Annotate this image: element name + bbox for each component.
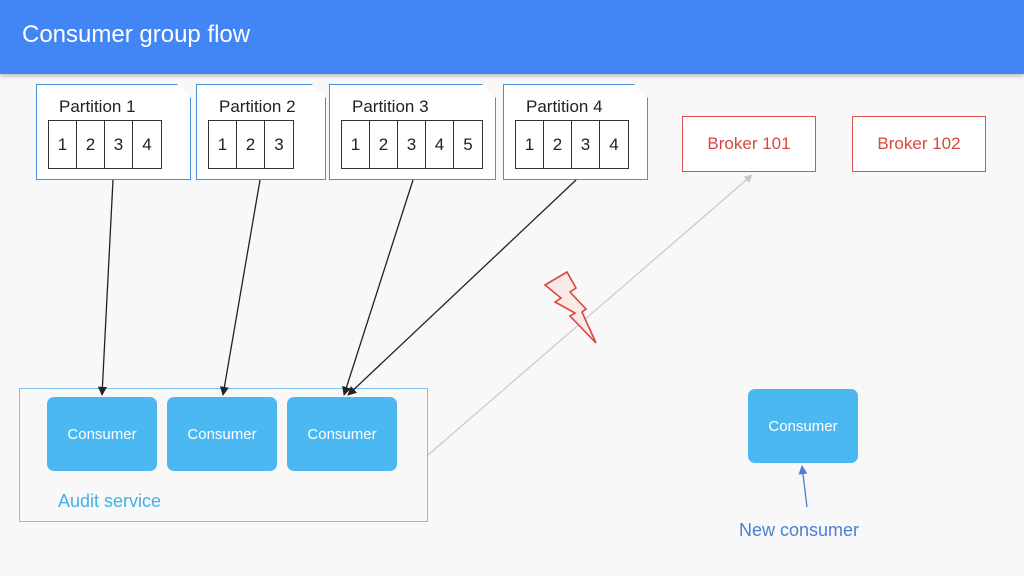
partition-offsets: 1 2 3 4 5 xyxy=(341,120,483,169)
header-bar: Consumer group flow xyxy=(0,0,1024,74)
arrow-new-consumer xyxy=(798,465,808,508)
new-consumer-label: New consumer xyxy=(739,520,860,540)
offset-cell: 2 xyxy=(544,121,572,168)
page-title: Consumer group flow xyxy=(22,21,251,48)
offset-cell: 3 xyxy=(274,135,284,154)
consumer-1: Consumer xyxy=(47,397,157,471)
arrow-partition4-consumer3 xyxy=(347,179,577,396)
lightning-bolt-icon xyxy=(543,270,597,344)
broker-101: Broker 101 xyxy=(682,116,816,172)
offset-cell: 4 xyxy=(142,135,152,154)
partition-4: Partition 4 1 2 3 4 xyxy=(503,84,648,180)
consumer-2: Consumer xyxy=(167,397,277,471)
offset-cell: 3 xyxy=(398,121,426,168)
new-consumer-box: Consumer xyxy=(748,389,858,463)
audit-service-label: Audit service xyxy=(58,491,162,511)
offset-cell: 4 xyxy=(426,121,454,168)
partition-offsets: 1 2 3 4 xyxy=(515,120,629,169)
offset-cell: 2 xyxy=(237,121,265,168)
partition-3: Partition 3 1 2 3 4 5 xyxy=(329,84,496,180)
offset-cell: 1 xyxy=(516,121,544,168)
partition-offsets: 1 2 3 xyxy=(208,120,294,169)
arrow-service-broker xyxy=(427,174,753,456)
offset-cell: 5 xyxy=(463,135,473,154)
partition-label: Partition 2 xyxy=(219,97,296,116)
consumer-3: Consumer xyxy=(287,397,397,471)
offset-cell: 3 xyxy=(572,121,600,168)
offset-cell: 1 xyxy=(209,121,237,168)
partition-2: Partition 2 1 2 3 xyxy=(196,84,326,180)
offset-cell: 2 xyxy=(77,121,105,168)
offset-cell: 3 xyxy=(105,121,133,168)
partition-1: Partition 1 1 2 3 4 xyxy=(36,84,191,180)
partition-label: Partition 4 xyxy=(526,97,603,116)
arrow-partition2-consumer2 xyxy=(219,179,261,396)
broker-102: Broker 102 xyxy=(852,116,986,172)
arrow-partition3-consumer3 xyxy=(342,179,414,396)
offset-cell: 1 xyxy=(49,121,77,168)
partition-label: Partition 3 xyxy=(352,97,429,116)
offset-cell: 2 xyxy=(370,121,398,168)
offset-cell: 1 xyxy=(342,121,370,168)
partition-offsets: 1 2 3 4 xyxy=(48,120,162,169)
arrow-partition1-consumer1 xyxy=(97,179,114,396)
offset-cell: 4 xyxy=(609,135,619,154)
partition-label: Partition 1 xyxy=(59,97,136,116)
